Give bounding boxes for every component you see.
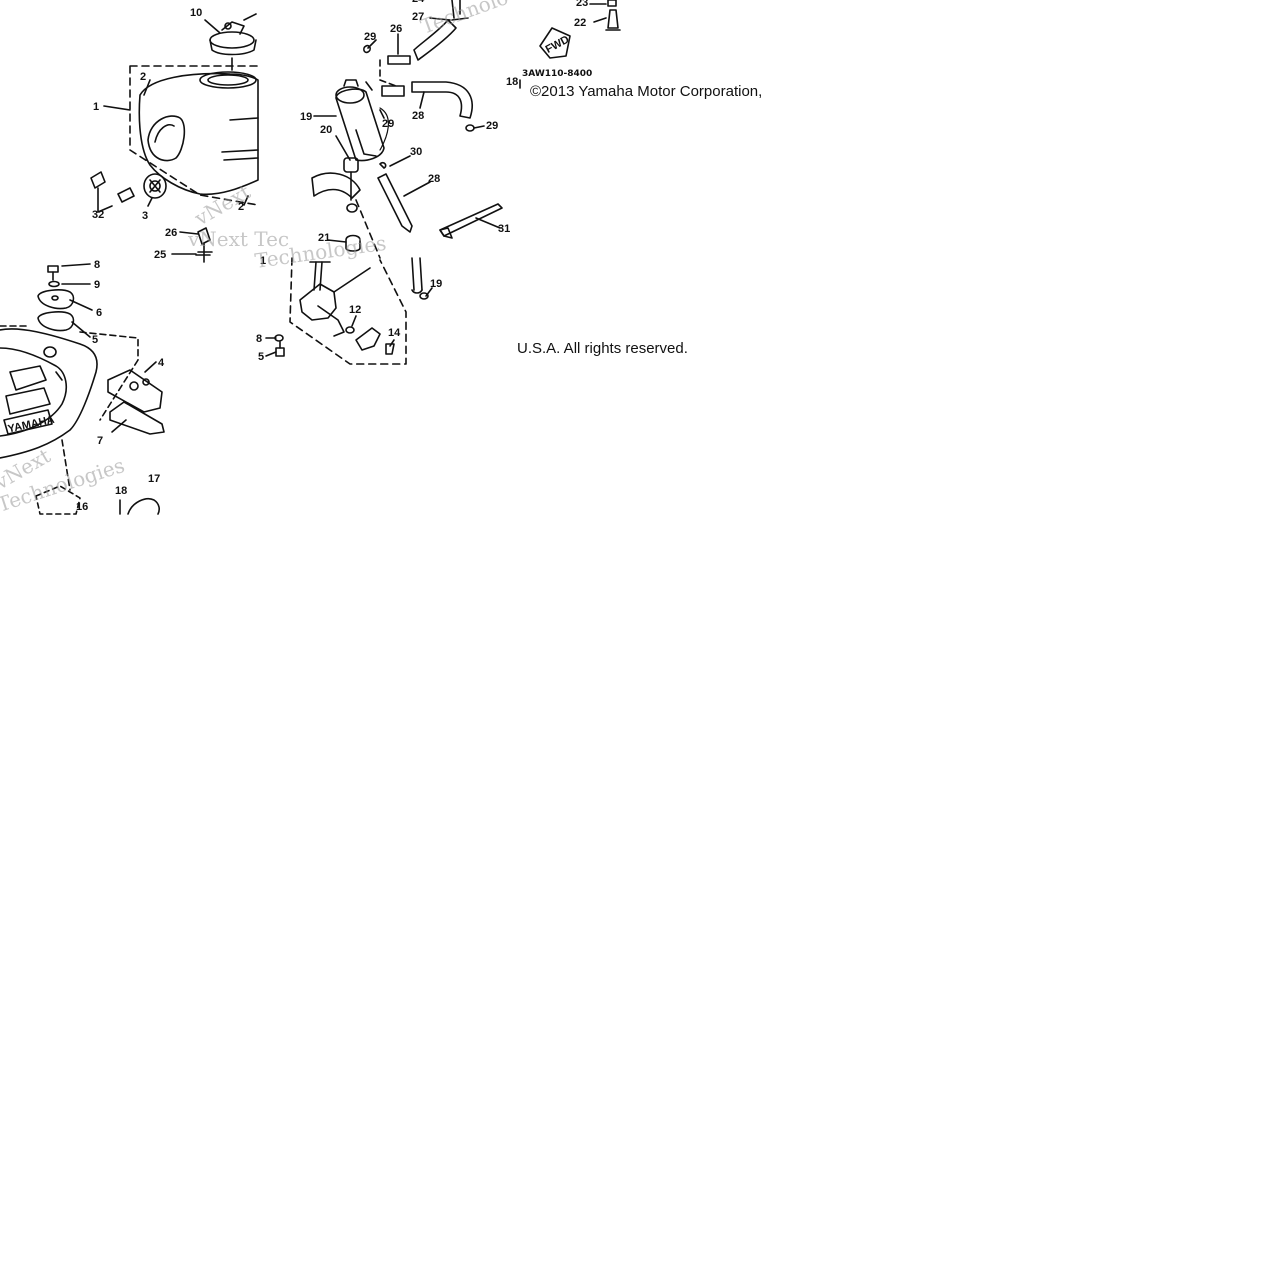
part-number: 31 bbox=[498, 223, 510, 235]
copyright-line-1: ©2013 Yamaha Motor Corporation, bbox=[530, 83, 763, 100]
part-number: 4 bbox=[158, 357, 165, 369]
part-number: 26 bbox=[390, 23, 402, 35]
part-number: 12 bbox=[349, 304, 361, 316]
part-number: 19 bbox=[430, 278, 442, 290]
tank-panel bbox=[90, 13, 259, 263]
part-number: 8 bbox=[94, 259, 100, 271]
part-number: 2 bbox=[140, 71, 146, 83]
fuel-cock bbox=[299, 283, 337, 321]
part-number: 17 bbox=[148, 473, 160, 485]
hose-26 bbox=[387, 55, 411, 65]
part-number: 1 bbox=[93, 101, 99, 113]
part-number: 18 bbox=[115, 485, 127, 497]
watermark: Technolo bbox=[418, 0, 512, 39]
part-number: 29 bbox=[364, 31, 376, 43]
fwd-panel bbox=[519, 0, 621, 89]
copyright-line-2: U.S.A. All rights reserved. bbox=[517, 340, 688, 357]
hose-27 bbox=[411, 81, 473, 119]
fwd-arrow bbox=[539, 27, 571, 59]
part-number: 30 bbox=[410, 146, 422, 158]
part-number: 2 bbox=[238, 201, 244, 213]
part-number: 21 bbox=[318, 232, 330, 244]
fuel-cock-panel bbox=[265, 0, 503, 365]
part-number: 23 bbox=[576, 0, 588, 9]
part-number: 5 bbox=[92, 334, 98, 346]
part-number: 24 bbox=[412, 0, 425, 5]
part-number: 29 bbox=[486, 120, 498, 132]
hose-26b bbox=[413, 19, 457, 61]
part-number: 7 bbox=[97, 435, 103, 447]
part-number: 5 bbox=[258, 351, 264, 363]
part-number: 9 bbox=[94, 279, 100, 291]
part-number: 8 bbox=[256, 333, 262, 345]
part-number: 22 bbox=[574, 17, 586, 29]
part-number: 32 bbox=[92, 209, 104, 221]
part-number: 14 bbox=[388, 327, 401, 339]
part-number: 10 bbox=[190, 7, 202, 19]
part-number: 27 bbox=[412, 11, 424, 23]
part-number: 6 bbox=[96, 307, 102, 319]
part-number: 28 bbox=[412, 110, 424, 122]
part-number: 25 bbox=[154, 249, 166, 261]
part-number: 26 bbox=[165, 227, 177, 239]
part-number: 20 bbox=[320, 124, 332, 136]
part-number: 16 bbox=[76, 501, 88, 513]
part-number: 29 bbox=[382, 118, 394, 130]
part-number: 3 bbox=[142, 210, 148, 222]
part-number: 28 bbox=[428, 173, 440, 185]
cover-panel bbox=[0, 263, 165, 515]
part-number: 1 bbox=[260, 255, 266, 267]
part-number: 18 bbox=[506, 76, 518, 88]
watermark: vNext bbox=[190, 180, 255, 231]
part-callouts: 10 2 1 2 3 32 26 25 8 9 6 5 4 7 16 18 17… bbox=[76, 0, 588, 513]
watermark: vNext Tec bbox=[187, 227, 289, 251]
side-cover bbox=[0, 328, 98, 459]
fuel-tank bbox=[138, 72, 259, 196]
part-number: 19 bbox=[300, 111, 312, 123]
fuel-filter bbox=[335, 88, 385, 162]
diagram-code: 3AW110-8400 bbox=[522, 69, 592, 79]
